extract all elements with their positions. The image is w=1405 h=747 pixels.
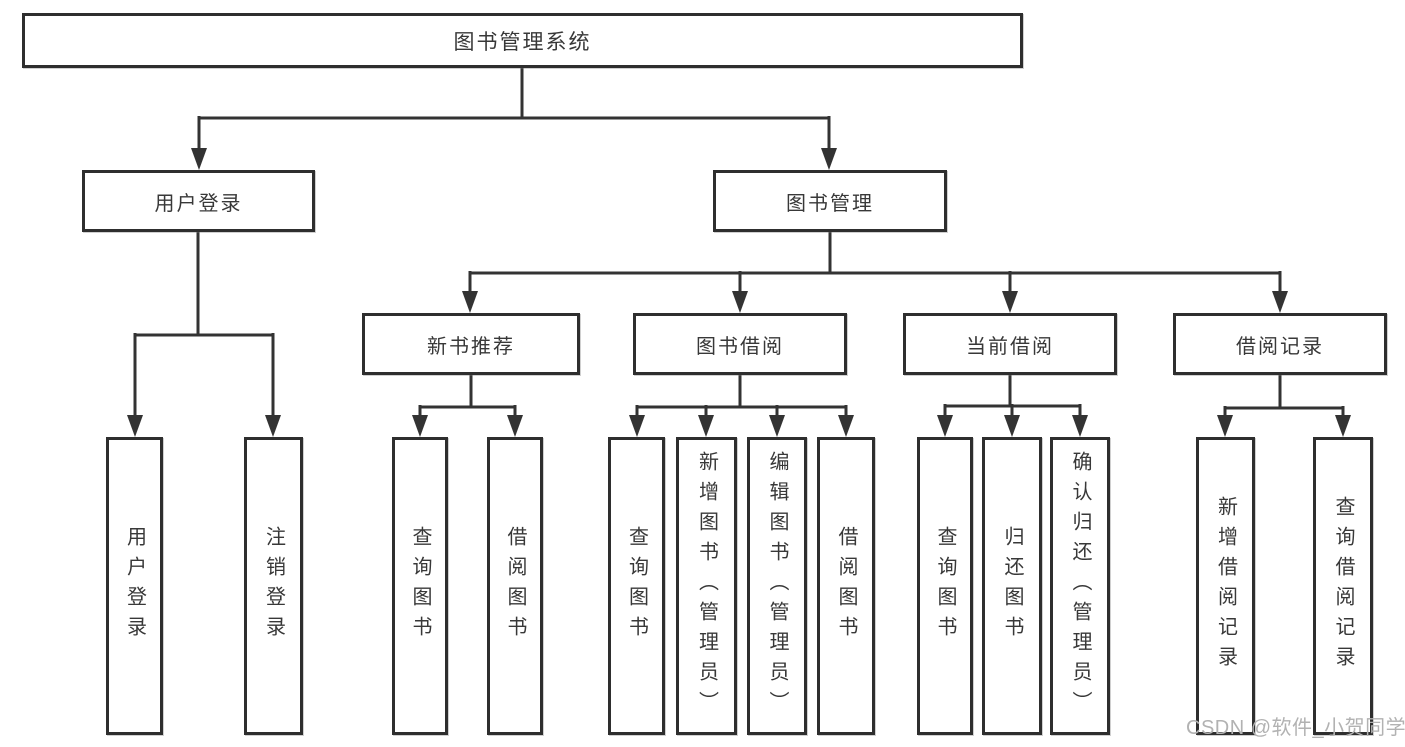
leaf-return-books: 归还图书	[982, 437, 1042, 735]
leaf-query-books-current: 查询图书	[917, 437, 973, 735]
leaf-user-login: 用户登录	[106, 437, 163, 735]
node-borrowing-records: 借阅记录	[1173, 313, 1387, 375]
leaf-borrow-books: 借阅图书	[817, 437, 875, 735]
leaf-add-books-admin: 新增图书（管理员）	[676, 437, 737, 735]
node-book-borrowing: 图书借阅	[633, 313, 847, 375]
node-library-management-system: 图书管理系统	[22, 13, 1023, 68]
node-current-borrowing: 当前借阅	[903, 313, 1117, 375]
leaf-query-books-borrowing: 查询图书	[608, 437, 665, 735]
node-new-book-recommendation: 新书推荐	[362, 313, 580, 375]
leaf-query-borrow-record: 查询借阅记录	[1313, 437, 1373, 735]
leaf-add-borrow-record: 新增借阅记录	[1196, 437, 1255, 735]
leaf-query-books-recommend: 查询图书	[392, 437, 448, 735]
leaf-edit-books-admin: 编辑图书（管理员）	[747, 437, 807, 735]
node-book-management-branch: 图书管理	[713, 170, 947, 232]
node-user-login-branch: 用户登录	[82, 170, 315, 232]
leaf-borrow-books-recommend: 借阅图书	[487, 437, 543, 735]
leaf-logout: 注销登录	[244, 437, 303, 735]
csdn-watermark: CSDN @软件_小贺同学	[1186, 717, 1405, 739]
leaf-confirm-return-admin: 确认归还（管理员）	[1050, 437, 1110, 735]
